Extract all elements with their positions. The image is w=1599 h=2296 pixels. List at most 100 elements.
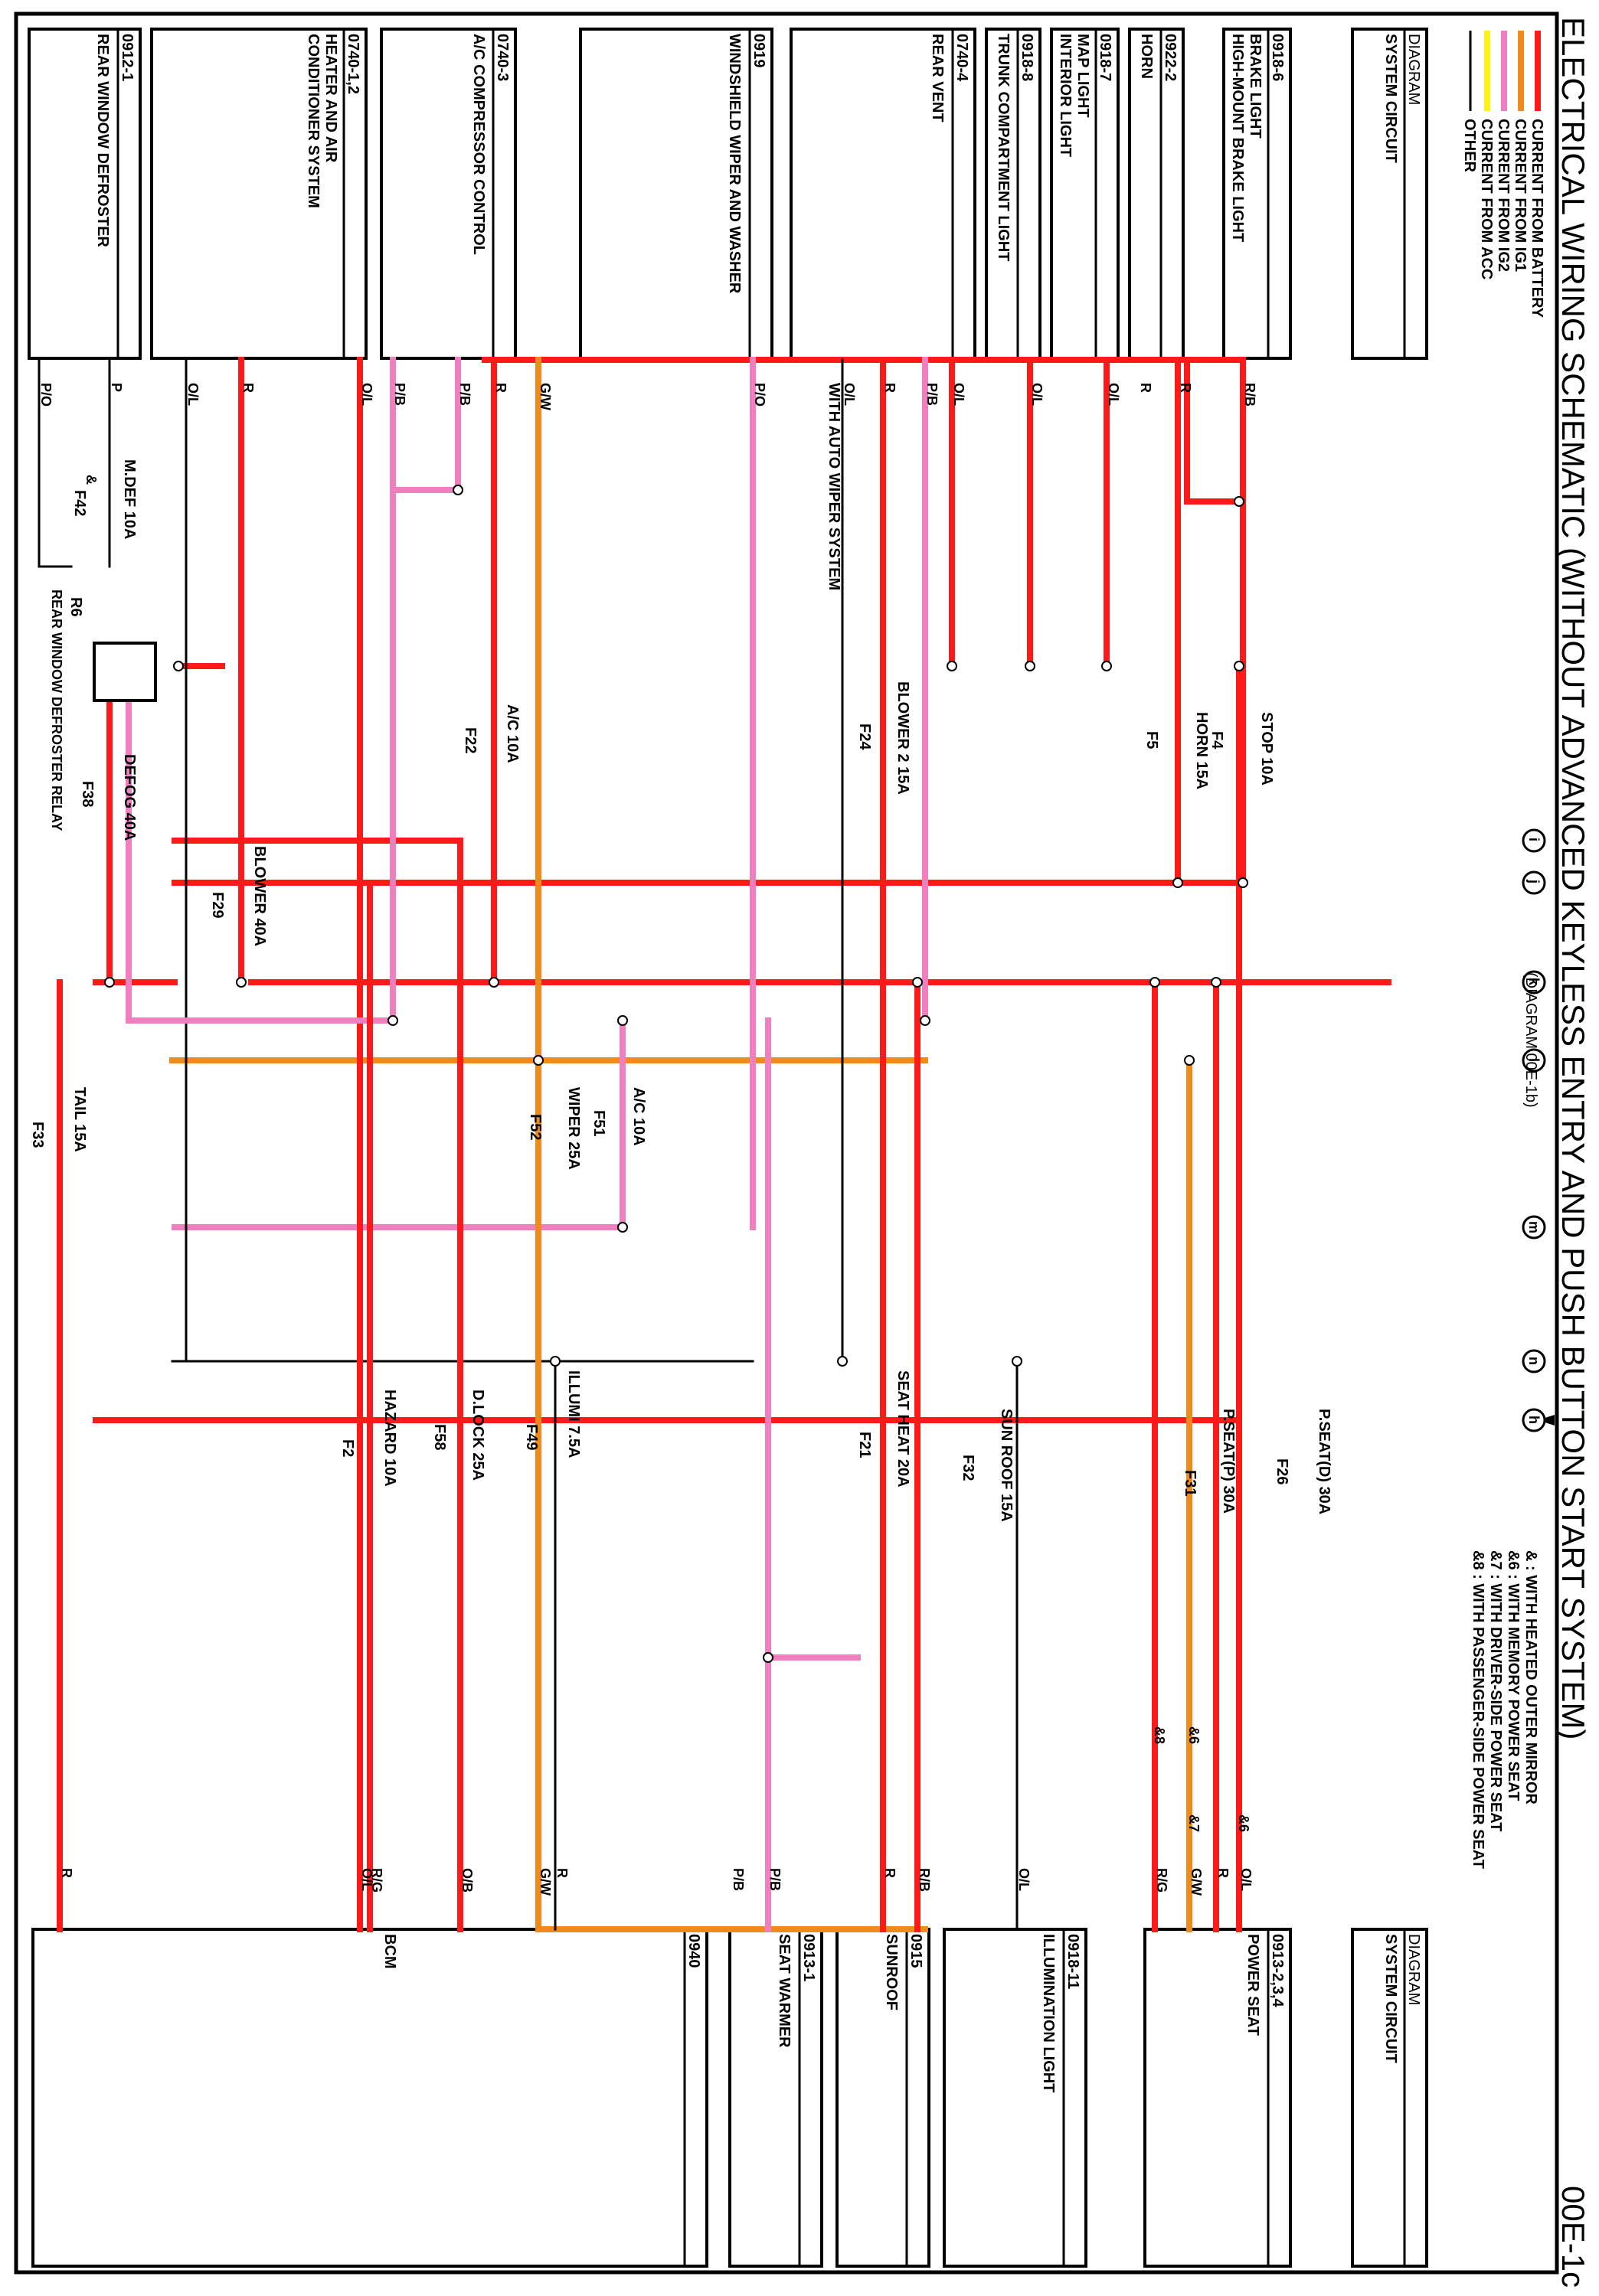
svg-text:M.DEF 10A: M.DEF 10A <box>121 459 138 539</box>
svg-text:R/B: R/B <box>1242 383 1257 407</box>
svg-text:R/G: R/G <box>369 1868 384 1893</box>
system-box-horn: 0922-2 HORN <box>1128 28 1185 360</box>
svg-text:P: P <box>109 383 124 392</box>
system-box-power-seat: 0913-2,3,4 POWER SEAT <box>1143 1928 1292 2268</box>
page-id: 00E-1c <box>1555 2186 1591 2288</box>
svg-text:SEAT HEAT 20A: SEAT HEAT 20A <box>894 1370 911 1488</box>
auto-wiper-note: WITH AUTO WIPER SYSTEM <box>826 383 842 590</box>
bus-connectors: h i j k l m n (DIAGRAM 00E-1b) <box>1522 828 1555 1432</box>
svg-text:F33: F33 <box>29 1122 46 1148</box>
svg-text:&8 : WITH PASSENGER-SIDE POWER: &8 : WITH PASSENGER-SIDE POWER SEAT <box>1470 1550 1486 1869</box>
fuse-f52: WIPER 25A F52 <box>527 1087 582 1170</box>
svg-text:O/L: O/L <box>185 383 201 406</box>
fuse-f42: M.DEF 10A F42 <box>71 459 138 539</box>
svg-text:WIPER 25A: WIPER 25A <box>565 1087 582 1170</box>
svg-text:O/L: O/L <box>1106 383 1121 406</box>
legend-battery-label: CURRENT FROM BATTERY <box>1529 119 1545 318</box>
legend: CURRENT FROM BATTERY CURRENT FROM IG1 CU… <box>1461 31 1545 318</box>
svg-text:P/B: P/B <box>731 1868 746 1891</box>
left-system-boxes: 0918-6 BRAKE LIGHT HIGH-MOUNT BRAKE LIGH… <box>28 28 1292 360</box>
svg-text:&6: &6 <box>1186 1726 1202 1744</box>
fuse-f31: P.SEAT(P) 30A F31 <box>1182 1409 1237 1514</box>
right-system-boxes: 0913-2,3,4 POWER SEAT 0918-11 ILLUMINATI… <box>31 1928 1292 2268</box>
system-code-0912-1: 0912-1 <box>119 34 136 81</box>
svg-text:BLOWER 40A: BLOWER 40A <box>251 846 268 946</box>
system-code-0919: 0919 <box>750 34 767 68</box>
defroster-pb-wire <box>126 690 396 1024</box>
svg-text:DEFOG 40A: DEFOG 40A <box>121 754 138 841</box>
svg-text:R: R <box>1178 383 1193 393</box>
svg-text:R: R <box>240 383 256 393</box>
svg-text:& : WITH HEATED OUTER MIRROR: & : WITH HEATED OUTER MIRROR <box>1522 1550 1539 1804</box>
svg-text:R: R <box>493 383 508 393</box>
option-notes: & : WITH HEATED OUTER MIRROR &6 : WITH M… <box>1470 1550 1539 1869</box>
system-code-0740-4: 0740-4 <box>953 34 970 82</box>
svg-text:P/B: P/B <box>767 1868 783 1891</box>
svg-text:P.SEAT(D) 30A: P.SEAT(D) 30A <box>1316 1409 1332 1514</box>
svg-text:R: R <box>1138 383 1153 393</box>
svg-text:O/L: O/L <box>1029 383 1045 406</box>
system-code-0913-2-3-4: 0913-2,3,4 <box>1269 1934 1286 2008</box>
svg-text:P.SEAT(P) 30A: P.SEAT(P) 30A <box>1220 1409 1237 1514</box>
svg-text:F49: F49 <box>523 1424 540 1450</box>
svg-text:F24: F24 <box>856 723 873 750</box>
connector-n: n <box>1522 1349 1546 1373</box>
system-label: SUNROOF <box>883 1934 900 2010</box>
svg-text:R: R <box>59 1868 74 1878</box>
legend-ig2-label: CURRENT FROM IG2 <box>1495 119 1512 272</box>
fuse-f21: SEAT HEAT 20A F21 <box>856 1370 911 1488</box>
system-box-wiper: 0919 WINDSHIELD WIPER AND WASHER <box>579 28 773 360</box>
svg-text:F2: F2 <box>339 1439 356 1457</box>
svg-text:l: l <box>1526 1058 1542 1062</box>
system-label: REAR WINDOW DEFROSTER <box>94 34 111 247</box>
fuse-f51: A/C 10A F51 <box>590 1087 647 1146</box>
diagram-box-left-title: DIAGRAM <box>1405 34 1422 105</box>
system-label: SEAT WARMER <box>776 1934 793 2048</box>
system-code-0918-6: 0918-6 <box>1269 34 1286 81</box>
svg-text:F4: F4 <box>1208 731 1225 750</box>
system-box-illumination: 0918-11 ILLUMINATION LIGHT <box>943 1928 1087 2268</box>
system-label: HORN <box>1138 34 1155 79</box>
svg-text:G/W: G/W <box>538 1868 553 1896</box>
svg-text:BLOWER 2 15A: BLOWER 2 15A <box>894 681 911 795</box>
system-code-0740-1-2: 0740-1,2 <box>345 34 361 94</box>
system-box-brake-light: 0918-6 BRAKE LIGHT HIGH-MOUNT BRAKE LIGH… <box>1222 28 1292 360</box>
wiper-gw-wire <box>535 357 928 1932</box>
svg-text:P/O: P/O <box>752 383 767 407</box>
svg-text:F29: F29 <box>209 892 226 918</box>
svg-text:REAR WINDOW DEFROSTER RELAY: REAR WINDOW DEFROSTER RELAY <box>49 590 64 831</box>
svg-text:O/L: O/L <box>1238 1868 1254 1891</box>
system-box-heater-ac: 0740-1,2 HEATER AND AIR CONDITIONER SYST… <box>150 28 368 360</box>
system-box-sunroof: 0915 SUNROOF <box>835 1928 930 2268</box>
svg-text:F22: F22 <box>462 727 479 753</box>
system-box-rear-vent: 0740-4 REAR VENT <box>790 28 976 360</box>
page-border <box>14 11 1559 2275</box>
svg-text:k: k <box>1526 978 1542 986</box>
ac-compressor-pb-wire <box>390 357 461 493</box>
legend-acc-label: CURRENT FROM ACC <box>1478 119 1495 279</box>
svg-text:P/B: P/B <box>457 383 473 406</box>
legend-ig1-label: CURRENT FROM IG1 <box>1512 119 1529 272</box>
svg-text:O/L: O/L <box>951 383 966 406</box>
svg-text:ILLUMI 7.5A: ILLUMI 7.5A <box>565 1370 582 1458</box>
svg-text:j: j <box>1526 879 1542 883</box>
system-box-ac-compressor: 0740-3 A/C COMPRESSOR CONTROL <box>380 28 517 360</box>
fuse-f5: HORN 15A F5 <box>1143 712 1210 789</box>
system-label: INTERIOR LIGHT <box>1057 34 1074 157</box>
svg-text:n: n <box>1526 1357 1542 1365</box>
fuse-f22: A/C 10A F22 <box>462 704 521 763</box>
system-code-0915: 0915 <box>907 1934 924 1968</box>
svg-text:TAIL 15A: TAIL 15A <box>71 1087 88 1152</box>
svg-text:h: h <box>1526 1416 1542 1424</box>
svg-text:F26: F26 <box>1274 1458 1290 1484</box>
legend-other-label: OTHER <box>1461 119 1478 173</box>
wire-code-labels: R/B R R O/L O/L O/L P/B R O/L P/O G/W R … <box>38 383 1257 1896</box>
svg-text:A/C 10A: A/C 10A <box>630 1087 647 1146</box>
svg-text:HORN 15A: HORN 15A <box>1193 712 1210 789</box>
fuse-f4: STOP 10A F4 <box>1208 712 1275 785</box>
diagram-box-right-title: DIAGRAM <box>1405 1934 1422 2005</box>
system-label: TRUNK COMPARTMENT LIGHT <box>995 34 1012 261</box>
svg-text:P/O: P/O <box>38 383 54 407</box>
